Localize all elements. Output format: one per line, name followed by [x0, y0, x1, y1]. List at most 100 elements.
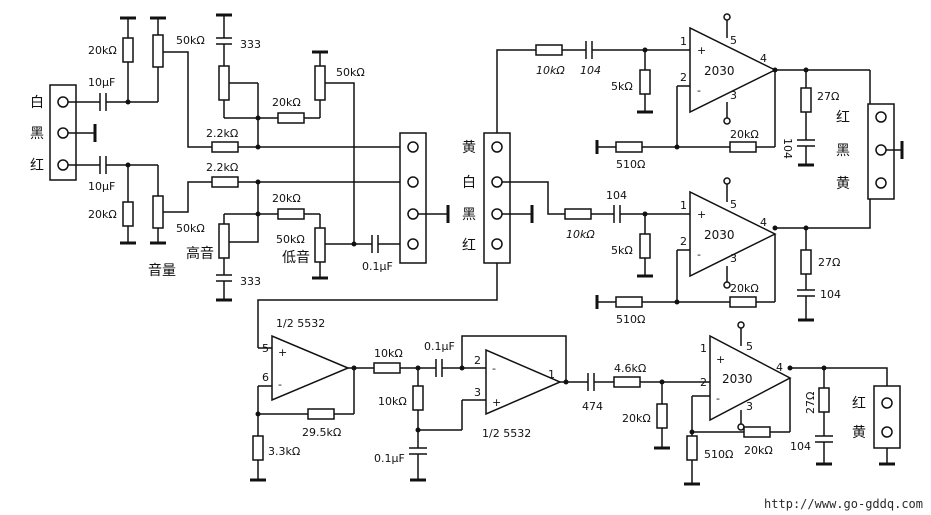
- svg-text:20kΩ: 20kΩ: [730, 128, 759, 141]
- opamp-2: [485, 348, 562, 416]
- input-white-label: 白: [30, 95, 44, 111]
- svg-text:333: 333: [240, 38, 261, 51]
- svg-text:20kΩ: 20kΩ: [744, 444, 773, 457]
- speaker-connector: 红 黑 黄: [775, 70, 904, 229]
- sub-speaker-connector: [873, 385, 901, 449]
- svg-text:2: 2: [700, 376, 707, 389]
- svg-text:20kΩ: 20kΩ: [622, 412, 651, 425]
- tone-network: 2.2kΩ 2.2kΩ 333 20kΩ 50kΩ: [172, 13, 412, 302]
- svg-text:104: 104: [820, 288, 841, 301]
- svg-text:红: 红: [852, 396, 866, 412]
- tone-output-connector: [399, 132, 450, 264]
- amp-top-chip: [689, 26, 777, 114]
- watermark: http://www.go-gddq.com: [764, 497, 923, 511]
- svg-text:10μF: 10μF: [88, 180, 115, 193]
- svg-text:104: 104: [781, 138, 794, 159]
- coupling-caps: 10μF 10μF: [88, 76, 128, 193]
- svg-text:+: +: [278, 346, 287, 359]
- svg-text:+: +: [697, 44, 706, 57]
- svg-text:333: 333: [240, 275, 261, 288]
- svg-text:1: 1: [680, 199, 687, 212]
- svg-text:1/2 5532: 1/2 5532: [276, 317, 325, 330]
- svg-text:510Ω: 510Ω: [616, 158, 645, 171]
- svg-text:-: -: [278, 378, 282, 391]
- svg-text:-: -: [697, 248, 701, 261]
- amp-input-connector: 黄 白 黑 红: [257, 49, 565, 336]
- subwoofer-stage: 1/2 5532 5 6 + - 29.5kΩ 3.3kΩ 10kΩ 0.1μF: [250, 317, 901, 486]
- svg-text:6: 6: [262, 371, 269, 384]
- amp-middle-chip: [689, 190, 777, 278]
- svg-text:+: +: [492, 396, 501, 409]
- volume-label: 音量: [148, 262, 176, 279]
- svg-text:10kΩ: 10kΩ: [378, 395, 407, 408]
- svg-text:-: -: [716, 392, 720, 405]
- volume-section: 20kΩ 50kΩ 20kΩ 50kΩ 音量: [88, 16, 205, 279]
- svg-text:510Ω: 510Ω: [616, 313, 645, 326]
- bass-label: 低音: [282, 249, 310, 266]
- svg-text:-: -: [492, 362, 496, 375]
- svg-text:黄: 黄: [852, 424, 866, 441]
- svg-text:3: 3: [730, 252, 737, 265]
- svg-text:+: +: [697, 208, 706, 221]
- svg-text:20kΩ: 20kΩ: [272, 96, 301, 109]
- svg-text:50kΩ: 50kΩ: [276, 233, 305, 246]
- svg-text:4: 4: [760, 216, 767, 229]
- svg-text:10μF: 10μF: [88, 76, 115, 89]
- svg-text:4: 4: [760, 52, 767, 65]
- svg-text:27Ω: 27Ω: [818, 256, 840, 269]
- svg-text:+: +: [716, 353, 725, 366]
- svg-text:5kΩ: 5kΩ: [611, 244, 633, 257]
- svg-text:50kΩ: 50kΩ: [176, 34, 205, 47]
- svg-text:20kΩ: 20kΩ: [88, 44, 117, 57]
- svg-text:2.2kΩ: 2.2kΩ: [206, 161, 238, 174]
- svg-text:2030: 2030: [722, 372, 753, 386]
- input-red-label: 红: [30, 158, 44, 174]
- input-connector: 白 黑 红: [30, 84, 100, 181]
- svg-text:2030: 2030: [704, 228, 735, 242]
- amp-top: 10kΩ 104 5kΩ 2030 1 2 3 4 5 + - 51: [535, 13, 870, 171]
- svg-text:10kΩ: 10kΩ: [536, 64, 565, 77]
- svg-text:104: 104: [790, 440, 811, 453]
- svg-text:2: 2: [680, 71, 687, 84]
- svg-text:0.1μF: 0.1μF: [374, 452, 405, 465]
- svg-text:5: 5: [746, 340, 753, 353]
- svg-text:1: 1: [700, 342, 707, 355]
- svg-text:20kΩ: 20kΩ: [88, 208, 117, 221]
- svg-text:3: 3: [746, 400, 753, 413]
- svg-text:黄: 黄: [836, 175, 850, 192]
- svg-text:5: 5: [730, 198, 737, 211]
- svg-text:2030: 2030: [704, 64, 735, 78]
- svg-text:10kΩ: 10kΩ: [374, 347, 403, 360]
- svg-text:3: 3: [730, 89, 737, 102]
- svg-text:104: 104: [606, 189, 627, 202]
- svg-text:黄: 黄: [462, 139, 476, 156]
- svg-text:10kΩ: 10kΩ: [566, 228, 595, 241]
- svg-text:104: 104: [580, 64, 601, 77]
- svg-text:-: -: [697, 84, 701, 97]
- svg-text:红: 红: [462, 238, 476, 254]
- svg-text:1: 1: [680, 35, 687, 48]
- svg-text:27Ω: 27Ω: [817, 90, 839, 103]
- amp-sub-chip: [709, 334, 792, 422]
- svg-text:50kΩ: 50kΩ: [176, 222, 205, 235]
- svg-text:1: 1: [548, 368, 555, 381]
- svg-text:5: 5: [730, 34, 737, 47]
- svg-text:白: 白: [462, 175, 476, 191]
- amp-middle: 10kΩ 104 5kΩ 2030 1 2 3 4 5 + - 51: [564, 177, 841, 326]
- svg-text:4: 4: [776, 361, 783, 374]
- svg-text:4.6kΩ: 4.6kΩ: [614, 362, 646, 375]
- svg-text:1/2 5532: 1/2 5532: [482, 427, 531, 440]
- treble-label: 高音: [186, 245, 214, 262]
- input-black-label: 黑: [30, 126, 44, 142]
- svg-text:50kΩ: 50kΩ: [336, 66, 365, 79]
- svg-text:5kΩ: 5kΩ: [611, 80, 633, 93]
- svg-text:黑: 黑: [836, 143, 850, 159]
- svg-text:红: 红: [836, 110, 850, 126]
- svg-text:3: 3: [474, 386, 481, 399]
- svg-text:474: 474: [582, 400, 603, 413]
- svg-text:2: 2: [474, 354, 481, 367]
- svg-text:29.5kΩ: 29.5kΩ: [302, 426, 341, 439]
- svg-text:2.2kΩ: 2.2kΩ: [206, 127, 238, 140]
- svg-text:黑: 黑: [462, 207, 476, 223]
